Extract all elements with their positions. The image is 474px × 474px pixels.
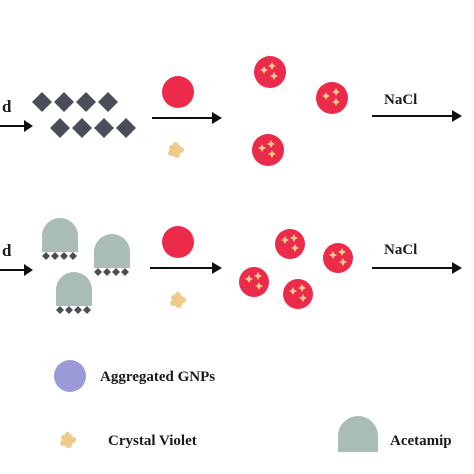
row-2: d [0, 218, 462, 314]
row1-nacl-label: NaCl [384, 92, 417, 108]
row2-nacl-label: NaCl [384, 242, 417, 258]
coated-gnp-3 [252, 134, 284, 166]
row2-left-arrow [0, 264, 33, 276]
free-gnp-1 [275, 229, 305, 259]
acetamiprid-legend-swatch [338, 416, 378, 452]
free-gnp-3 [239, 267, 269, 297]
coated-gnp-1 [254, 56, 286, 88]
coated-gnp-2 [316, 82, 348, 114]
legend: Aggregated GNPs Crystal Violet Acetamip [54, 360, 452, 452]
gnp-reagent-2 [162, 226, 194, 258]
aptamer-chains [32, 92, 136, 138]
gnp-reagent-1 [162, 76, 194, 108]
row2-left-label: d [2, 241, 12, 260]
row1-middle-arrow [152, 112, 222, 124]
acetamiprid-complex-1 [42, 218, 78, 260]
acetamiprid-complex-2 [94, 234, 130, 276]
acetamiprid-legend-label: Acetamip [390, 433, 452, 449]
crystal-violet-reagent-1 [168, 142, 185, 158]
free-gnp-4 [283, 279, 313, 309]
crystal-violet-legend-swatch [60, 432, 77, 448]
crystal-violet-legend-label: Crystal Violet [108, 433, 197, 449]
row2-right-arrow [372, 262, 462, 274]
row1-left-label: d [2, 97, 12, 116]
crystal-violet-reagent-2 [170, 292, 187, 308]
row-1: d [0, 56, 462, 166]
row2-middle-arrow [150, 262, 222, 274]
row1-right-arrow [372, 110, 462, 122]
aggregated-gnps-legend-label: Aggregated GNPs [100, 369, 215, 385]
aggregated-gnp-legend-swatch [54, 360, 86, 392]
acetamiprid-complex-3 [56, 272, 92, 314]
free-gnp-2 [323, 243, 353, 273]
row1-left-arrow [0, 120, 33, 132]
